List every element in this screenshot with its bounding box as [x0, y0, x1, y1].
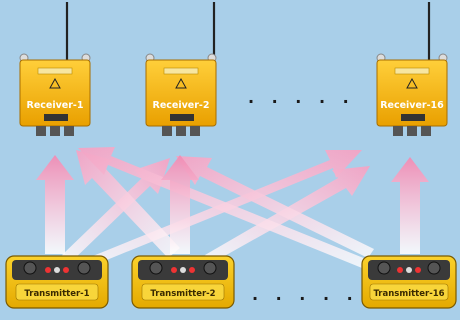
receiver-16: Receiver-16 — [376, 2, 448, 136]
transmitter-16: Transmitter-16 — [361, 255, 457, 309]
receiver-label: Receiver-16 — [380, 100, 444, 111]
joystick-icon — [23, 261, 37, 275]
arrow-tx2-rx2 — [161, 155, 199, 254]
transmitter-1: Transmitter-1 — [5, 255, 109, 309]
joystick-icon — [377, 261, 391, 275]
warning-icon — [49, 77, 61, 89]
warning-icon — [406, 77, 418, 89]
transmitter-ellipsis: . . . . . — [252, 285, 359, 304]
arrow-tx16-rx16 — [391, 157, 429, 254]
receiver-label: Receiver-1 — [27, 100, 84, 111]
receiver-2: Receiver-2 — [145, 2, 217, 136]
joystick-icon — [77, 261, 91, 275]
receiver-1: Receiver-1 — [19, 2, 91, 136]
receiver-ellipsis: . . . . . — [248, 88, 355, 107]
transmitter-2: Transmitter-2 — [131, 255, 235, 309]
joystick-icon — [203, 261, 217, 275]
receiver-label: Receiver-2 — [153, 100, 210, 111]
joystick-icon — [149, 261, 163, 275]
transmitter-label: Transmitter-1 — [24, 289, 89, 299]
arrow-tx1-rx2 — [62, 158, 170, 263]
transmitter-label: Transmitter-16 — [373, 289, 444, 299]
arrow-tx1-rx1 — [36, 155, 74, 254]
joystick-icon — [427, 261, 441, 275]
arrow-tx2-rx1 — [76, 150, 180, 258]
arrow-tx16-rx2 — [176, 156, 374, 258]
signal-arrows — [36, 147, 429, 270]
warning-icon — [175, 77, 187, 89]
transmitter-label: Transmitter-2 — [150, 289, 215, 299]
arrow-tx16-rx1 — [78, 147, 366, 268]
